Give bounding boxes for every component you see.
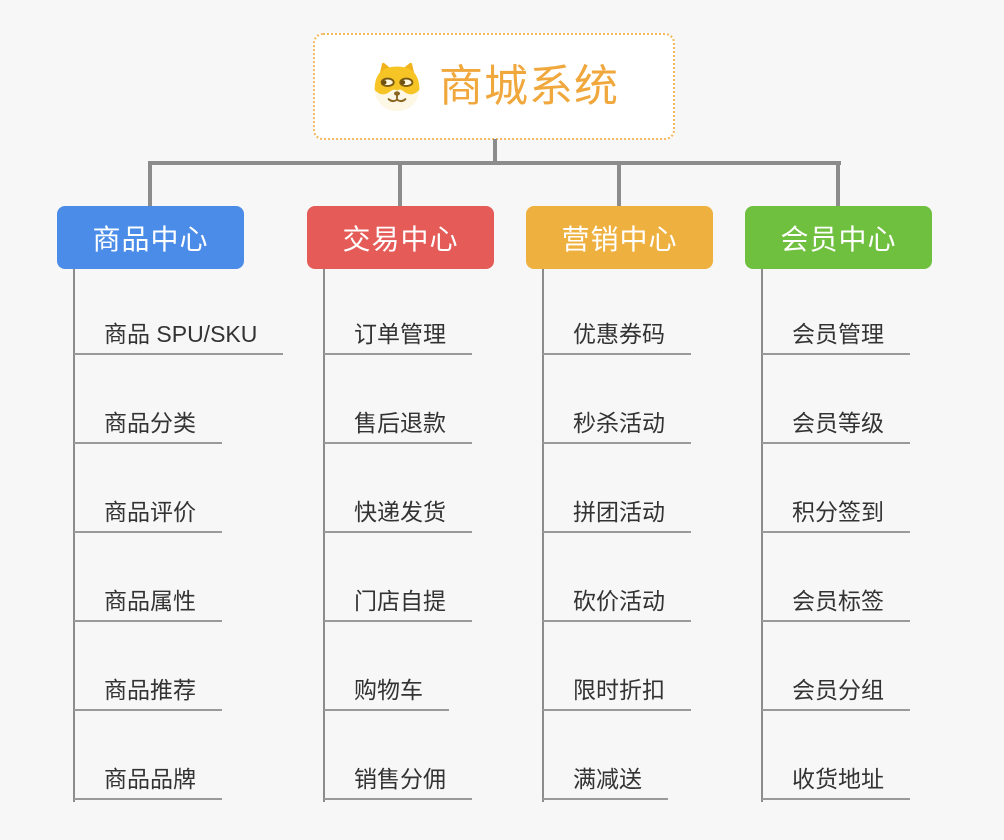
stem-member-center xyxy=(761,269,763,802)
leaf-node[interactable]: 秒杀活动 xyxy=(543,408,691,444)
leaf-node[interactable]: 拼团活动 xyxy=(543,497,691,533)
connector-root-stub xyxy=(493,139,497,165)
leaf-node[interactable]: 快递发货 xyxy=(324,497,472,533)
root-node-mall-system[interactable]: 商城系统 xyxy=(313,33,675,140)
leaf-node[interactable]: 满减送 xyxy=(543,764,668,800)
doge-face-icon xyxy=(374,62,420,111)
connector-drop-trade xyxy=(398,161,402,207)
connector-drop-product xyxy=(148,161,152,207)
leaf-node[interactable]: 会员分组 xyxy=(762,675,910,711)
leaf-node[interactable]: 会员标签 xyxy=(762,586,910,622)
leaf-node[interactable]: 会员等级 xyxy=(762,408,910,444)
branch-node-product-center[interactable]: 商品中心 xyxy=(57,206,244,269)
leaf-node[interactable]: 商品 SPU/SKU xyxy=(74,319,284,355)
leaf-node[interactable]: 商品品牌 xyxy=(74,764,222,800)
branch-node-marketing-center[interactable]: 营销中心 xyxy=(526,206,713,269)
branch-node-member-center[interactable]: 会员中心 xyxy=(745,206,932,269)
leaf-node[interactable]: 会员管理 xyxy=(762,319,910,355)
leaf-node[interactable]: 销售分佣 xyxy=(324,764,472,800)
leaf-node[interactable]: 商品分类 xyxy=(74,408,222,444)
leaf-node[interactable]: 优惠券码 xyxy=(543,319,691,355)
connector-drop-marketing xyxy=(617,161,621,207)
leaf-node[interactable]: 收货地址 xyxy=(762,764,910,800)
root-title: 商城系统 xyxy=(439,61,619,111)
leaf-node[interactable]: 购物车 xyxy=(324,675,449,711)
stem-product-center xyxy=(73,269,75,802)
leaf-node[interactable]: 商品属性 xyxy=(74,586,222,622)
leaf-node[interactable]: 砍价活动 xyxy=(543,586,691,622)
leaf-node[interactable]: 商品评价 xyxy=(74,497,222,533)
leaf-node[interactable]: 门店自提 xyxy=(324,586,472,622)
leaf-node[interactable]: 售后退款 xyxy=(324,408,472,444)
leaf-node[interactable]: 限时折扣 xyxy=(543,675,691,711)
leaf-node[interactable]: 商品推荐 xyxy=(74,675,222,711)
branch-node-trade-center[interactable]: 交易中心 xyxy=(307,206,494,269)
connector-drop-member xyxy=(836,161,840,207)
leaf-node[interactable]: 订单管理 xyxy=(324,319,472,355)
leaf-node[interactable]: 积分签到 xyxy=(762,497,910,533)
connector-horizontal xyxy=(148,161,841,165)
stem-marketing-center xyxy=(542,269,544,802)
stem-trade-center xyxy=(323,269,325,802)
